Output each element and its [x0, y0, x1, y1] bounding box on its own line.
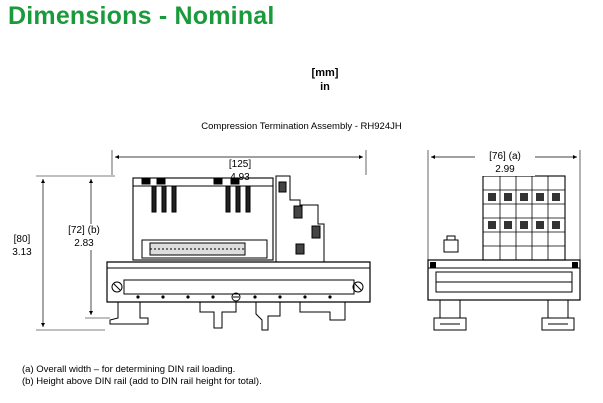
drawing-caption: Compression Termination Assembly - RH924…	[201, 121, 402, 132]
footnotes: (a) Overall width – for determining DIN …	[22, 364, 262, 388]
overall-height-metric: [80]	[13, 234, 31, 245]
overall-length-imperial: 4.93	[230, 172, 250, 183]
units-imperial: in	[320, 81, 330, 93]
side-view	[427, 150, 581, 331]
units-metric: [mm]	[311, 67, 339, 79]
overall-length-metric: [125]	[228, 159, 252, 170]
rail-height-imperial: 2.83	[74, 238, 94, 249]
overall-width-imperial: 2.99	[495, 164, 515, 175]
overall-width-metric: [76] (a)	[489, 151, 521, 162]
rail-height-label: [72] (b) 2.83	[58, 224, 110, 250]
footnote-a: (a) Overall width – for determining DIN …	[22, 364, 236, 375]
overall-width-label: [76] (a) 2.99	[475, 150, 535, 176]
overall-height-imperial: 3.13	[12, 247, 32, 258]
units-legend: [mm] in	[300, 66, 350, 94]
front-view	[36, 150, 371, 331]
footnote-b: (b) Height above DIN rail (add to DIN ra…	[22, 376, 262, 387]
overall-length-label: [125] 4.93	[215, 158, 265, 184]
page-title: Dimensions - Nominal	[8, 2, 275, 30]
overall-height-label: [80] 3.13	[4, 233, 40, 259]
rail-height-metric: [72] (b)	[68, 225, 100, 236]
